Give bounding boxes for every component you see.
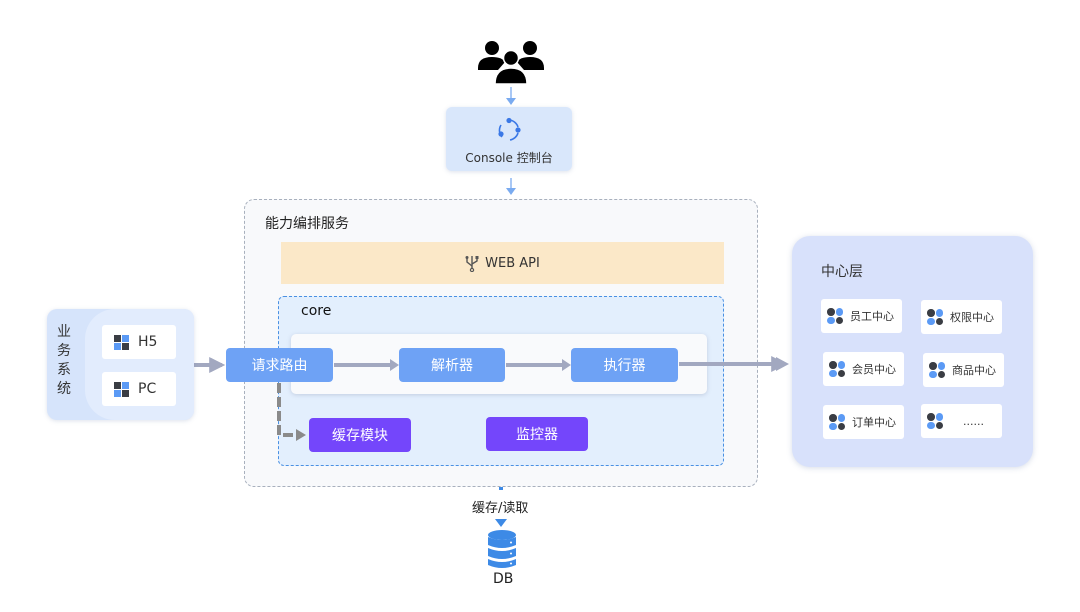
core-title: core (301, 303, 332, 319)
usb-icon (465, 256, 479, 272)
center-item-order[interactable]: 订单中心 (823, 405, 904, 439)
refresh-cycle-icon (498, 117, 521, 141)
monitor-node[interactable]: 监控器 (486, 417, 588, 451)
parser-node[interactable]: 解析器 (399, 348, 505, 382)
client-h5[interactable]: H5 (102, 325, 176, 359)
clover-icon (827, 308, 843, 324)
client-label: H5 (138, 334, 158, 350)
cache-read-edge-label: 缓存/读取 (472, 501, 529, 516)
center-item-label: 商品中心 (952, 364, 996, 377)
center-item-more[interactable]: ...... (921, 404, 1002, 438)
center-item-label: 权限中心 (950, 311, 994, 324)
center-item-permission[interactable]: 权限中心 (921, 300, 1002, 334)
center-item-label: 员工中心 (850, 310, 894, 323)
windows-grid-icon (114, 335, 129, 350)
center-layer-container: 中心层 员工中心 权限中心 会员中心 商品中心 订单中心 (792, 236, 1033, 467)
business-systems-title: 业务系统 (57, 324, 71, 397)
web-api-label: WEB API (485, 255, 540, 271)
center-item-label: 订单中心 (852, 416, 896, 429)
clover-icon (927, 309, 943, 325)
client-label: PC (138, 381, 157, 397)
console-to-service-arrow (506, 178, 516, 195)
users-group-icon (478, 41, 544, 84)
center-item-label: 会员中心 (852, 363, 896, 376)
windows-grid-icon (114, 382, 129, 397)
client-pc[interactable]: PC (102, 372, 176, 406)
center-item-employee[interactable]: 员工中心 (821, 299, 902, 333)
request-router-node[interactable]: 请求路由 (226, 348, 333, 382)
database-icon[interactable] (487, 529, 517, 569)
center-item-product[interactable]: 商品中心 (923, 353, 1004, 387)
clover-icon (929, 362, 945, 378)
executor-to-center-arrowhead (776, 357, 789, 371)
clover-icon (927, 413, 943, 429)
console-node[interactable]: Console 控制台 (446, 107, 572, 171)
clover-icon (829, 361, 845, 377)
executor-node[interactable]: 执行器 (571, 348, 678, 382)
console-label: Console 控制台 (465, 151, 553, 165)
biz-to-router-arrowhead (211, 358, 224, 372)
center-layer-title: 中心层 (821, 264, 863, 280)
service-title: 能力编排服务 (265, 216, 349, 232)
db-arrowhead (495, 519, 507, 527)
clover-icon (829, 414, 845, 430)
web-api-bar[interactable]: WEB API (281, 242, 724, 284)
center-item-label: ...... (963, 414, 984, 428)
center-item-member[interactable]: 会员中心 (823, 352, 904, 386)
users-to-console-arrow (506, 87, 516, 105)
db-label: DB (493, 571, 514, 587)
cache-module-node[interactable]: 缓存模块 (309, 418, 411, 452)
